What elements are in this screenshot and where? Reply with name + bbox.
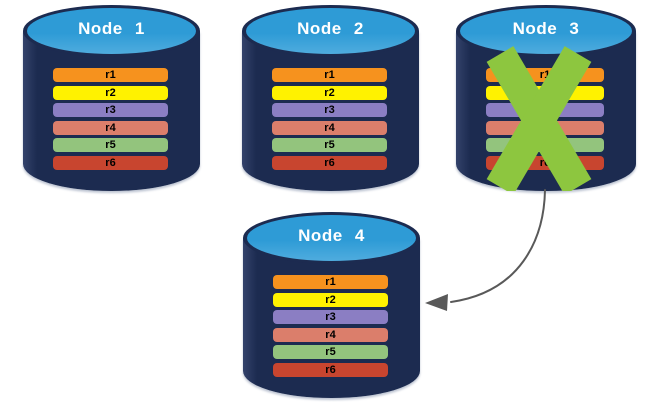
record-bar-r2: r2 xyxy=(273,292,388,307)
node-title: Node 2 xyxy=(297,19,364,38)
record-bar-r2: r2 xyxy=(486,85,604,100)
record-bar-r1: r1 xyxy=(486,68,604,82)
record-bar-r3: r3 xyxy=(273,310,388,324)
record-bar-r3: r3 xyxy=(272,103,387,117)
record-list: r1 r2 r3 r4 r5 r6 xyxy=(273,275,388,377)
record-list: r1 r2 r3 r4 r5 r6 xyxy=(272,68,387,170)
arrowhead xyxy=(425,294,448,311)
node-title: Node 3 xyxy=(512,19,580,38)
record-bar-r3: r3 xyxy=(53,103,168,117)
record-list: r1 r2 r3 r4 r5 r6 xyxy=(53,68,168,170)
record-bar-r4: r4 xyxy=(53,120,168,135)
node-3: Node 3 r1 r2 r3 r4 r5 r6 xyxy=(456,5,636,191)
record-bar-r6: r6 xyxy=(273,362,388,377)
record-bar-r5: r5 xyxy=(272,138,387,152)
record-bar-r5: r5 xyxy=(486,138,604,152)
record-bar-r4: r4 xyxy=(486,120,604,135)
record-bar-r5: r5 xyxy=(53,138,168,152)
record-list: r1 r2 r3 r4 r5 r6 xyxy=(486,68,604,170)
node-title: Node 1 xyxy=(78,19,145,38)
record-bar-r1: r1 xyxy=(272,68,387,82)
record-bar-r6: r6 xyxy=(486,155,604,170)
record-bar-r1: r1 xyxy=(53,68,168,82)
node-2: Node 2 r1 r2 r3 r4 r5 r6 xyxy=(242,5,419,191)
record-bar-r5: r5 xyxy=(273,345,388,359)
record-bar-r3: r3 xyxy=(486,103,604,117)
cylinder-top xyxy=(247,215,416,261)
record-bar-r6: r6 xyxy=(53,155,168,170)
node-4: Node 4 r1 r2 r3 r4 r5 r6 xyxy=(243,212,420,398)
cylinder-top xyxy=(246,8,415,54)
record-bar-r4: r4 xyxy=(273,327,388,342)
record-bar-r4: r4 xyxy=(272,120,387,135)
record-bar-r6: r6 xyxy=(272,155,387,170)
node-1: Node 1 r1 r2 r3 r4 r5 r6 xyxy=(23,5,200,191)
failover-arrow xyxy=(425,189,546,311)
record-bar-r1: r1 xyxy=(273,275,388,289)
record-bar-r2: r2 xyxy=(272,85,387,100)
record-bar-r2: r2 xyxy=(53,85,168,100)
cylinder-top xyxy=(27,8,196,54)
node-title: Node 4 xyxy=(298,226,365,245)
